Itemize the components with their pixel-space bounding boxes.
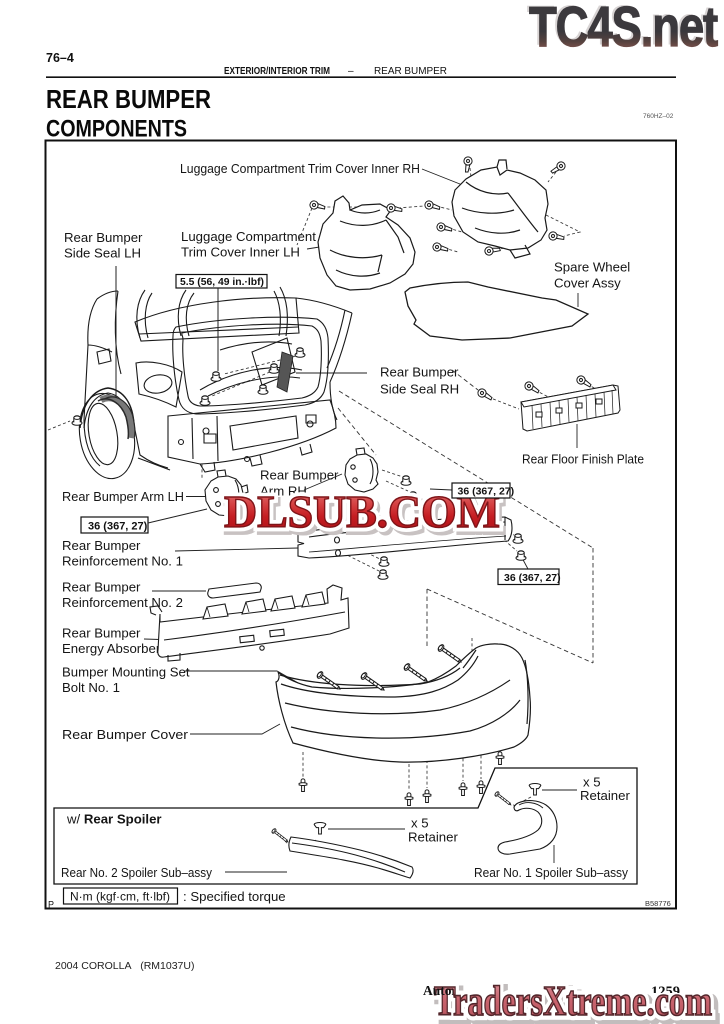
svg-text:N·m (kgf·cm, ft·lbf): N·m (kgf·cm, ft·lbf) [70,890,170,904]
svg-text:REAR BUMPER: REAR BUMPER [46,84,211,114]
svg-text:1259: 1259 [651,984,680,1000]
svg-text:Bolt No. 1: Bolt No. 1 [62,680,120,695]
svg-text:Luggage Compartment Trim Cover: Luggage Compartment Trim Cover Inner RH [180,161,420,176]
svg-text:Rear Bumper: Rear Bumper [380,365,459,380]
svg-text:Trim Cover Inner LH: Trim Cover Inner LH [181,245,300,260]
svg-text:TradersXtreme.com: TradersXtreme.com [434,979,712,1024]
svg-text:36 (367, 27): 36 (367, 27) [504,572,561,584]
svg-text:Rear Bumper: Rear Bumper [62,626,141,641]
svg-text:Reinforcement No. 1: Reinforcement No. 1 [62,554,183,569]
svg-text:B58776: B58776 [645,899,671,908]
svg-text:x 5: x 5 [583,775,601,790]
svg-text:Automoti: Automoti [423,983,478,998]
svg-text:Reinforcement No. 2: Reinforcement No. 2 [62,595,183,610]
svg-text:Spare Wheel: Spare Wheel [554,260,630,275]
svg-text:Rear Bumper Arm LH: Rear Bumper Arm LH [62,489,184,504]
svg-text:Rear Bumper Cover: Rear Bumper Cover [62,727,189,742]
svg-text:Rear Bumper: Rear Bumper [62,538,141,553]
svg-text:Bumper Mounting Set: Bumper Mounting Set [62,665,190,680]
svg-text:Side Seal LH: Side Seal LH [64,246,141,261]
svg-text:36 (367, 27): 36 (367, 27) [458,486,515,498]
svg-text:TC4S.net: TC4S.net [527,0,716,57]
svg-text:76–4: 76–4 [46,51,74,65]
svg-text:Rear No. 2 Spoiler Sub–assy: Rear No. 2 Spoiler Sub–assy [61,865,212,880]
svg-text:–: – [348,66,354,77]
svg-text:Rear Bumper: Rear Bumper [260,468,339,483]
svg-text:w/ Rear Spoiler: w/ Rear Spoiler [66,812,162,827]
svg-text:REAR BUMPER: REAR BUMPER [374,66,447,77]
svg-text:5.5 (56, 49 in.·lbf): 5.5 (56, 49 in.·lbf) [180,277,264,288]
svg-text:Retainer: Retainer [580,788,630,803]
svg-text:Luggage Compartment: Luggage Compartment [181,229,316,244]
svg-text:Rear Bumper: Rear Bumper [64,230,143,245]
svg-text:Cover Assy: Cover Assy [554,276,621,291]
svg-text:Rear No. 1 Spoiler Sub–assy: Rear No. 1 Spoiler Sub–assy [474,865,628,880]
svg-text:Side Seal RH: Side Seal RH [380,382,459,397]
svg-text:760HZ–02: 760HZ–02 [643,113,674,120]
svg-text:x 5: x 5 [411,816,429,831]
svg-text:EXTERIOR/INTERIOR TRIM: EXTERIOR/INTERIOR TRIM [224,66,330,77]
svg-text:2004 COROLLA (RM1037U): 2004 COROLLA (RM1037U) [55,960,194,972]
svg-text:TC4S.net: TC4S.net [529,0,718,58]
svg-text:Energy Absorber: Energy Absorber [62,641,161,656]
svg-text:36 (367, 27): 36 (367, 27) [88,521,148,533]
svg-text:TradersXtreme.com: TradersXtreme.com [434,979,712,1024]
svg-text:Rear Bumper: Rear Bumper [62,580,141,595]
svg-text:TradersXtreme.com: TradersXtreme.com [438,983,716,1024]
svg-text:: Specified torque: : Specified torque [183,889,286,904]
svg-text:COMPONENTS: COMPONENTS [46,116,187,143]
svg-text:Retainer: Retainer [408,830,458,845]
svg-text:P: P [48,900,54,910]
svg-text:Rear Floor Finish Plate: Rear Floor Finish Plate [522,452,644,467]
svg-text:Arm RH: Arm RH [260,484,307,499]
